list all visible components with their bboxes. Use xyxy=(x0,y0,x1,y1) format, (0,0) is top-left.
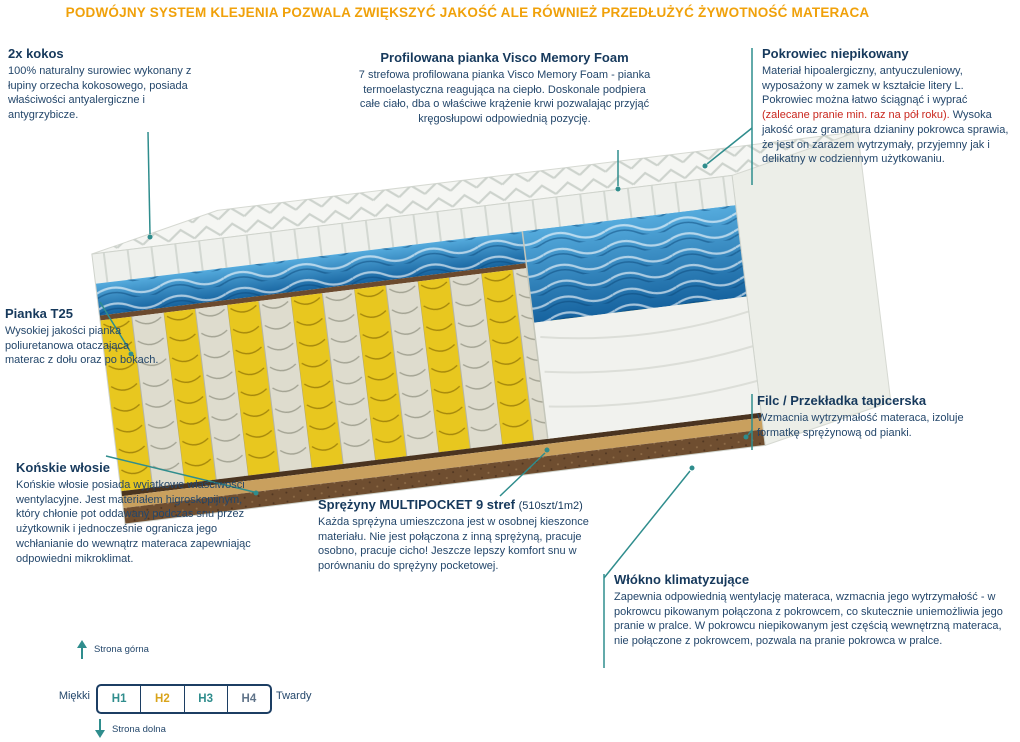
annotation-multipocket-title: Sprężyny MULTIPOCKET 9 stref (510szt/1m2… xyxy=(318,497,590,512)
hardness-level-h4: H4 xyxy=(241,693,257,705)
down-arrow-icon xyxy=(95,719,105,738)
annotation-filc-body: Wzmacnia wytrzymałość materaca, izoluje … xyxy=(757,412,964,439)
annotation-kokos-body: 100% naturalny surowiec wykonany z łupin… xyxy=(8,65,192,122)
annotation-filc-title: Filc / Przekładka tapicerska xyxy=(757,393,927,408)
mattress-cover-drape xyxy=(521,205,762,439)
annotation-kokos-title: 2x kokos xyxy=(8,46,64,61)
horsehair-layer xyxy=(120,412,762,497)
hardness-level-h1: H1 xyxy=(98,686,142,712)
annotation-pokrowiec-body-red: (zalecane pranie min. raz na pół roku). xyxy=(762,109,950,122)
annotation-pokrowiec-title: Pokrowiec niepikowany xyxy=(762,46,909,61)
hardness-level-h2: H2 xyxy=(141,686,185,712)
annotation-visco-title: Profilowana pianka Visco Memory Foam xyxy=(380,50,629,65)
annotation-konskie-body: Końskie włosie posiada wyjątkowe właściw… xyxy=(16,479,251,565)
coconut-layer xyxy=(123,429,766,524)
annotation-konskie-title: Końskie włosie xyxy=(16,460,110,475)
annotation-visco: Profilowana pianka Visco Memory Foam 7 s… xyxy=(352,50,657,127)
annotation-pianka-t25: Pianka T25 Wysokiej jakości pianka poliu… xyxy=(5,306,163,368)
annotation-pokrowiec-body-part1: Materiał hipoalergiczny, antyuczuleniowy… xyxy=(762,65,968,107)
annotation-pokrowiec: Pokrowiec niepikowany Materiał hipoalerg… xyxy=(762,46,1014,167)
annotation-konskie: Końskie włosie Końskie włosie posiada wy… xyxy=(16,460,266,566)
annotation-pianka-t25-body: Wysokiej jakości pianka poliuretanowa ot… xyxy=(5,325,159,367)
mattress-3d xyxy=(91,131,892,525)
scale-bottom-label: Strona dolna xyxy=(112,724,166,735)
annotation-filc: Filc / Przekładka tapicerska Wzmacnia wy… xyxy=(757,393,977,440)
hardness-scale-box: H1 H2 H3 H4 xyxy=(96,684,272,714)
scale-hard-label: Twardy xyxy=(276,690,312,702)
up-arrow-icon xyxy=(77,640,87,659)
annotation-multipocket-title-main: Sprężyny MULTIPOCKET 9 stref xyxy=(318,497,515,512)
annotation-pokrowiec-body-part2: Wysoka jakość oraz gramatura dzianiny po… xyxy=(762,109,1009,166)
mattress-front-face xyxy=(91,174,766,525)
annotation-visco-body: 7 strefowa profilowana pianka Visco Memo… xyxy=(358,69,651,126)
annotation-pokrowiec-body: Materiał hipoalergiczny, antyuczuleniowy… xyxy=(762,64,1014,167)
annotation-multipocket: Sprężyny MULTIPOCKET 9 stref (510szt/1m2… xyxy=(318,497,590,574)
annotation-wlokno: Włókno klimatyzujące Zapewnia odpowiedni… xyxy=(614,572,1014,649)
page-title: PODWÓJNY SYSTEM KLEJENIA POZWALA ZWIĘKSZ… xyxy=(65,5,870,20)
hardness-scale: Strona górna Miękki H1 H2 H3 H4 Twardy S… xyxy=(50,640,380,742)
scale-top-label: Strona górna xyxy=(94,644,149,655)
latex-layer xyxy=(121,417,764,509)
annotation-multipocket-title-note: (510szt/1m2) xyxy=(518,500,583,512)
hardness-level-h3: H3 xyxy=(185,686,228,712)
scale-soft-label: Miękki xyxy=(58,690,90,702)
annotation-wlokno-title: Włókno klimatyzujące xyxy=(614,572,750,587)
leader-lines xyxy=(99,48,753,668)
annotation-pianka-t25-title: Pianka T25 xyxy=(5,306,73,321)
annotation-wlokno-body: Zapewnia odpowiednią wentylację materaca… xyxy=(614,591,1003,648)
annotation-kokos: 2x kokos 100% naturalny surowiec wykonan… xyxy=(8,46,200,123)
annotation-multipocket-body: Każda sprężyna umieszczona jest w osobne… xyxy=(318,516,589,573)
